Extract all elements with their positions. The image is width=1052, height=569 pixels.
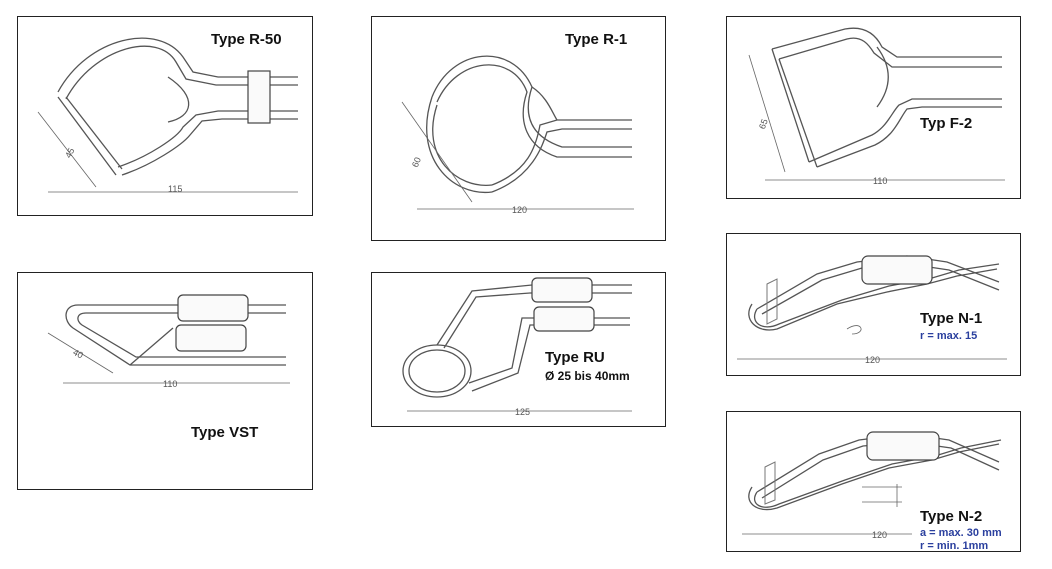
type-n-1-note: r = max. 15 — [920, 330, 978, 342]
typ-f-2-title: Typ F-2 — [920, 115, 973, 132]
type-ru-subtitle: Ø 25 bis 40mm — [545, 369, 630, 383]
type-n-2-note-a: a = max. 30 mm — [920, 527, 1002, 539]
type-n-1-title: Type N-1 — [920, 310, 983, 327]
typ-f-2-dim-length: 110 — [873, 176, 888, 186]
panel-type-vst: Type VST 110 40 — [17, 272, 313, 490]
drawing-type-n-2 — [742, 431, 1002, 535]
type-r-1-title: Type R-1 — [565, 31, 628, 48]
type-ru-title: Type RU — [545, 349, 605, 366]
type-r-50-title: Type R-50 — [211, 31, 282, 48]
type-vst-title: Type VST — [191, 424, 259, 441]
type-vst-dim-length: 110 — [163, 379, 178, 389]
type-n-2-note-r: r = min. 1mm — [920, 540, 989, 552]
type-n-1-dim-length: 120 — [865, 355, 881, 365]
drawing-type-vst — [47, 294, 290, 384]
panel-typ-f-2: Typ F-2 110 65 — [726, 16, 1021, 199]
drawing-typ-f-2 — [748, 27, 1005, 181]
type-r-1-dim-length: 120 — [512, 205, 528, 215]
drawing-type-r-50 — [37, 37, 298, 193]
type-n-2-dim-length: 120 — [872, 530, 888, 540]
drawing-type-n-1 — [737, 255, 1007, 360]
panel-type-n-1: Type N-1 r = max. 15 120 — [726, 233, 1021, 376]
drawing-type-ru — [402, 277, 632, 412]
type-r-50-dim-length: 115 — [168, 184, 183, 194]
panel-type-r-50: Type R-50 115 45 — [17, 16, 313, 216]
panel-type-r-1: Type R-1 120 60 — [371, 16, 666, 241]
type-ru-dim-length: 125 — [515, 407, 531, 417]
panel-type-n-2: Type N-2 a = max. 30 mm r = min. 1mm 120 — [726, 411, 1021, 552]
panel-type-ru: Type RU Ø 25 bis 40mm 125 — [371, 272, 666, 427]
type-n-2-title: Type N-2 — [920, 508, 983, 525]
drawing-type-r-1 — [401, 55, 634, 210]
